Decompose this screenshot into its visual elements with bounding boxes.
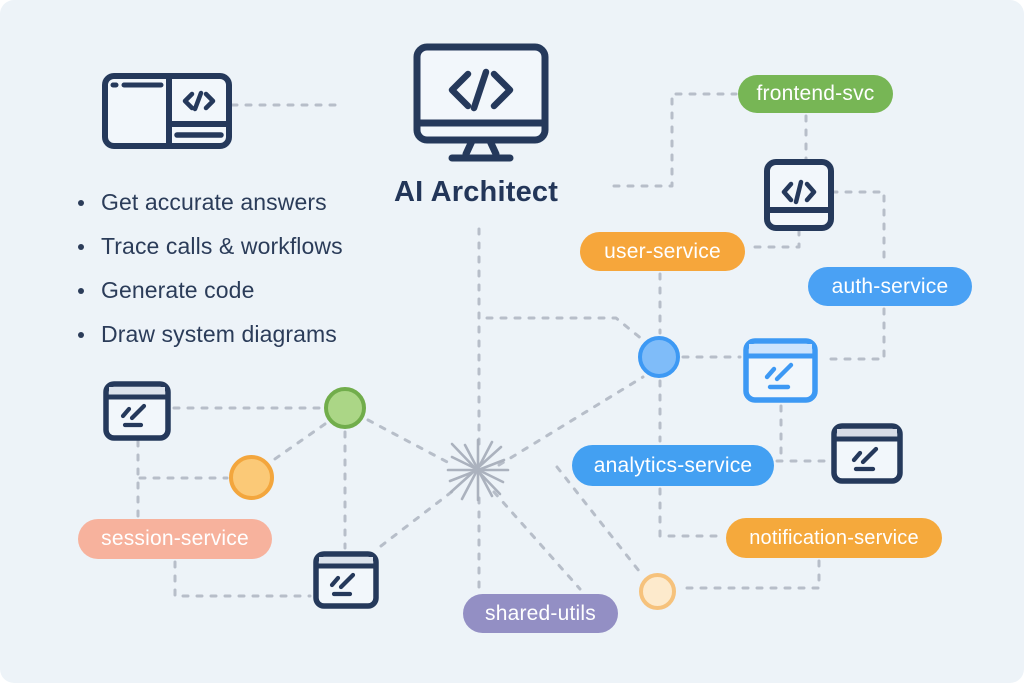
feature-item: Draw system diagrams: [78, 321, 343, 348]
code-brackets-glyph: [781, 179, 817, 205]
green-node-circle: [324, 387, 366, 429]
bullet-dot: [78, 287, 84, 294]
feature-list: Get accurate answers Trace calls & workf…: [78, 189, 343, 365]
dashed-connector: [820, 307, 886, 361]
dashed-connector: [173, 560, 312, 598]
edit-pen-glyph: [851, 446, 879, 472]
dashed-connector: [485, 316, 645, 342]
service-pill-session-service: session-service: [78, 519, 272, 559]
blue-node-circle: [638, 336, 680, 378]
monitor-code-icon: [413, 43, 549, 162]
dashed-connector: [612, 92, 738, 188]
edit-pen-glyph: [329, 572, 356, 597]
browser-edit-icon-left: [103, 381, 171, 441]
service-pill-frontend-svc: frontend-svc: [738, 75, 893, 113]
bullet-dot: [78, 331, 84, 338]
dashed-connector: [497, 375, 645, 467]
bullet-dot: [78, 243, 84, 250]
browser-edit-icon-bottom: [313, 551, 379, 609]
orange-node-circle: [229, 455, 274, 500]
dashed-connector: [555, 465, 645, 578]
monitor-stand: [448, 137, 514, 162]
browser-edit-icon-right: [831, 423, 903, 484]
cream-node-circle: [639, 573, 676, 610]
dashed-connector: [679, 559, 821, 590]
dashed-connector: [830, 190, 886, 264]
feature-item-label: Get accurate answers: [101, 189, 327, 215]
feature-item: Trace calls & workflows: [78, 233, 343, 260]
edit-pen-glyph: [764, 362, 794, 390]
page-title: AI Architect: [394, 176, 559, 208]
service-pill-notification-service: notification-service: [726, 518, 942, 558]
feature-item: Get accurate answers: [78, 189, 343, 216]
dashed-connector: [747, 228, 801, 249]
browser-edit-icon-blue: [743, 338, 818, 403]
dashed-connector: [379, 485, 460, 548]
code-brackets-glyph: [182, 90, 216, 112]
feature-item: Generate code: [78, 277, 343, 304]
service-pill-analytics-service: analytics-service: [572, 445, 774, 486]
dashed-connector: [366, 418, 453, 466]
service-pill-user-service: user-service: [580, 232, 745, 271]
edit-pen-glyph: [120, 403, 147, 428]
split-code-window-icon: [102, 73, 232, 149]
dashed-connector: [658, 487, 725, 538]
code-brackets-glyph: [448, 68, 514, 112]
service-pill-auth-service: auth-service: [808, 267, 972, 306]
dashed-connector: [270, 422, 327, 463]
bullet-dot: [78, 199, 84, 206]
dashed-connector: [492, 490, 582, 591]
starburst-icon: [446, 438, 510, 502]
service-pill-shared-utils: shared-utils: [463, 594, 618, 633]
feature-item-label: Generate code: [101, 277, 255, 303]
feature-item-label: Trace calls & workflows: [101, 233, 343, 259]
feature-item-label: Draw system diagrams: [101, 321, 337, 347]
dashed-connectors: [136, 92, 886, 598]
code-panel-icon: [764, 159, 834, 231]
